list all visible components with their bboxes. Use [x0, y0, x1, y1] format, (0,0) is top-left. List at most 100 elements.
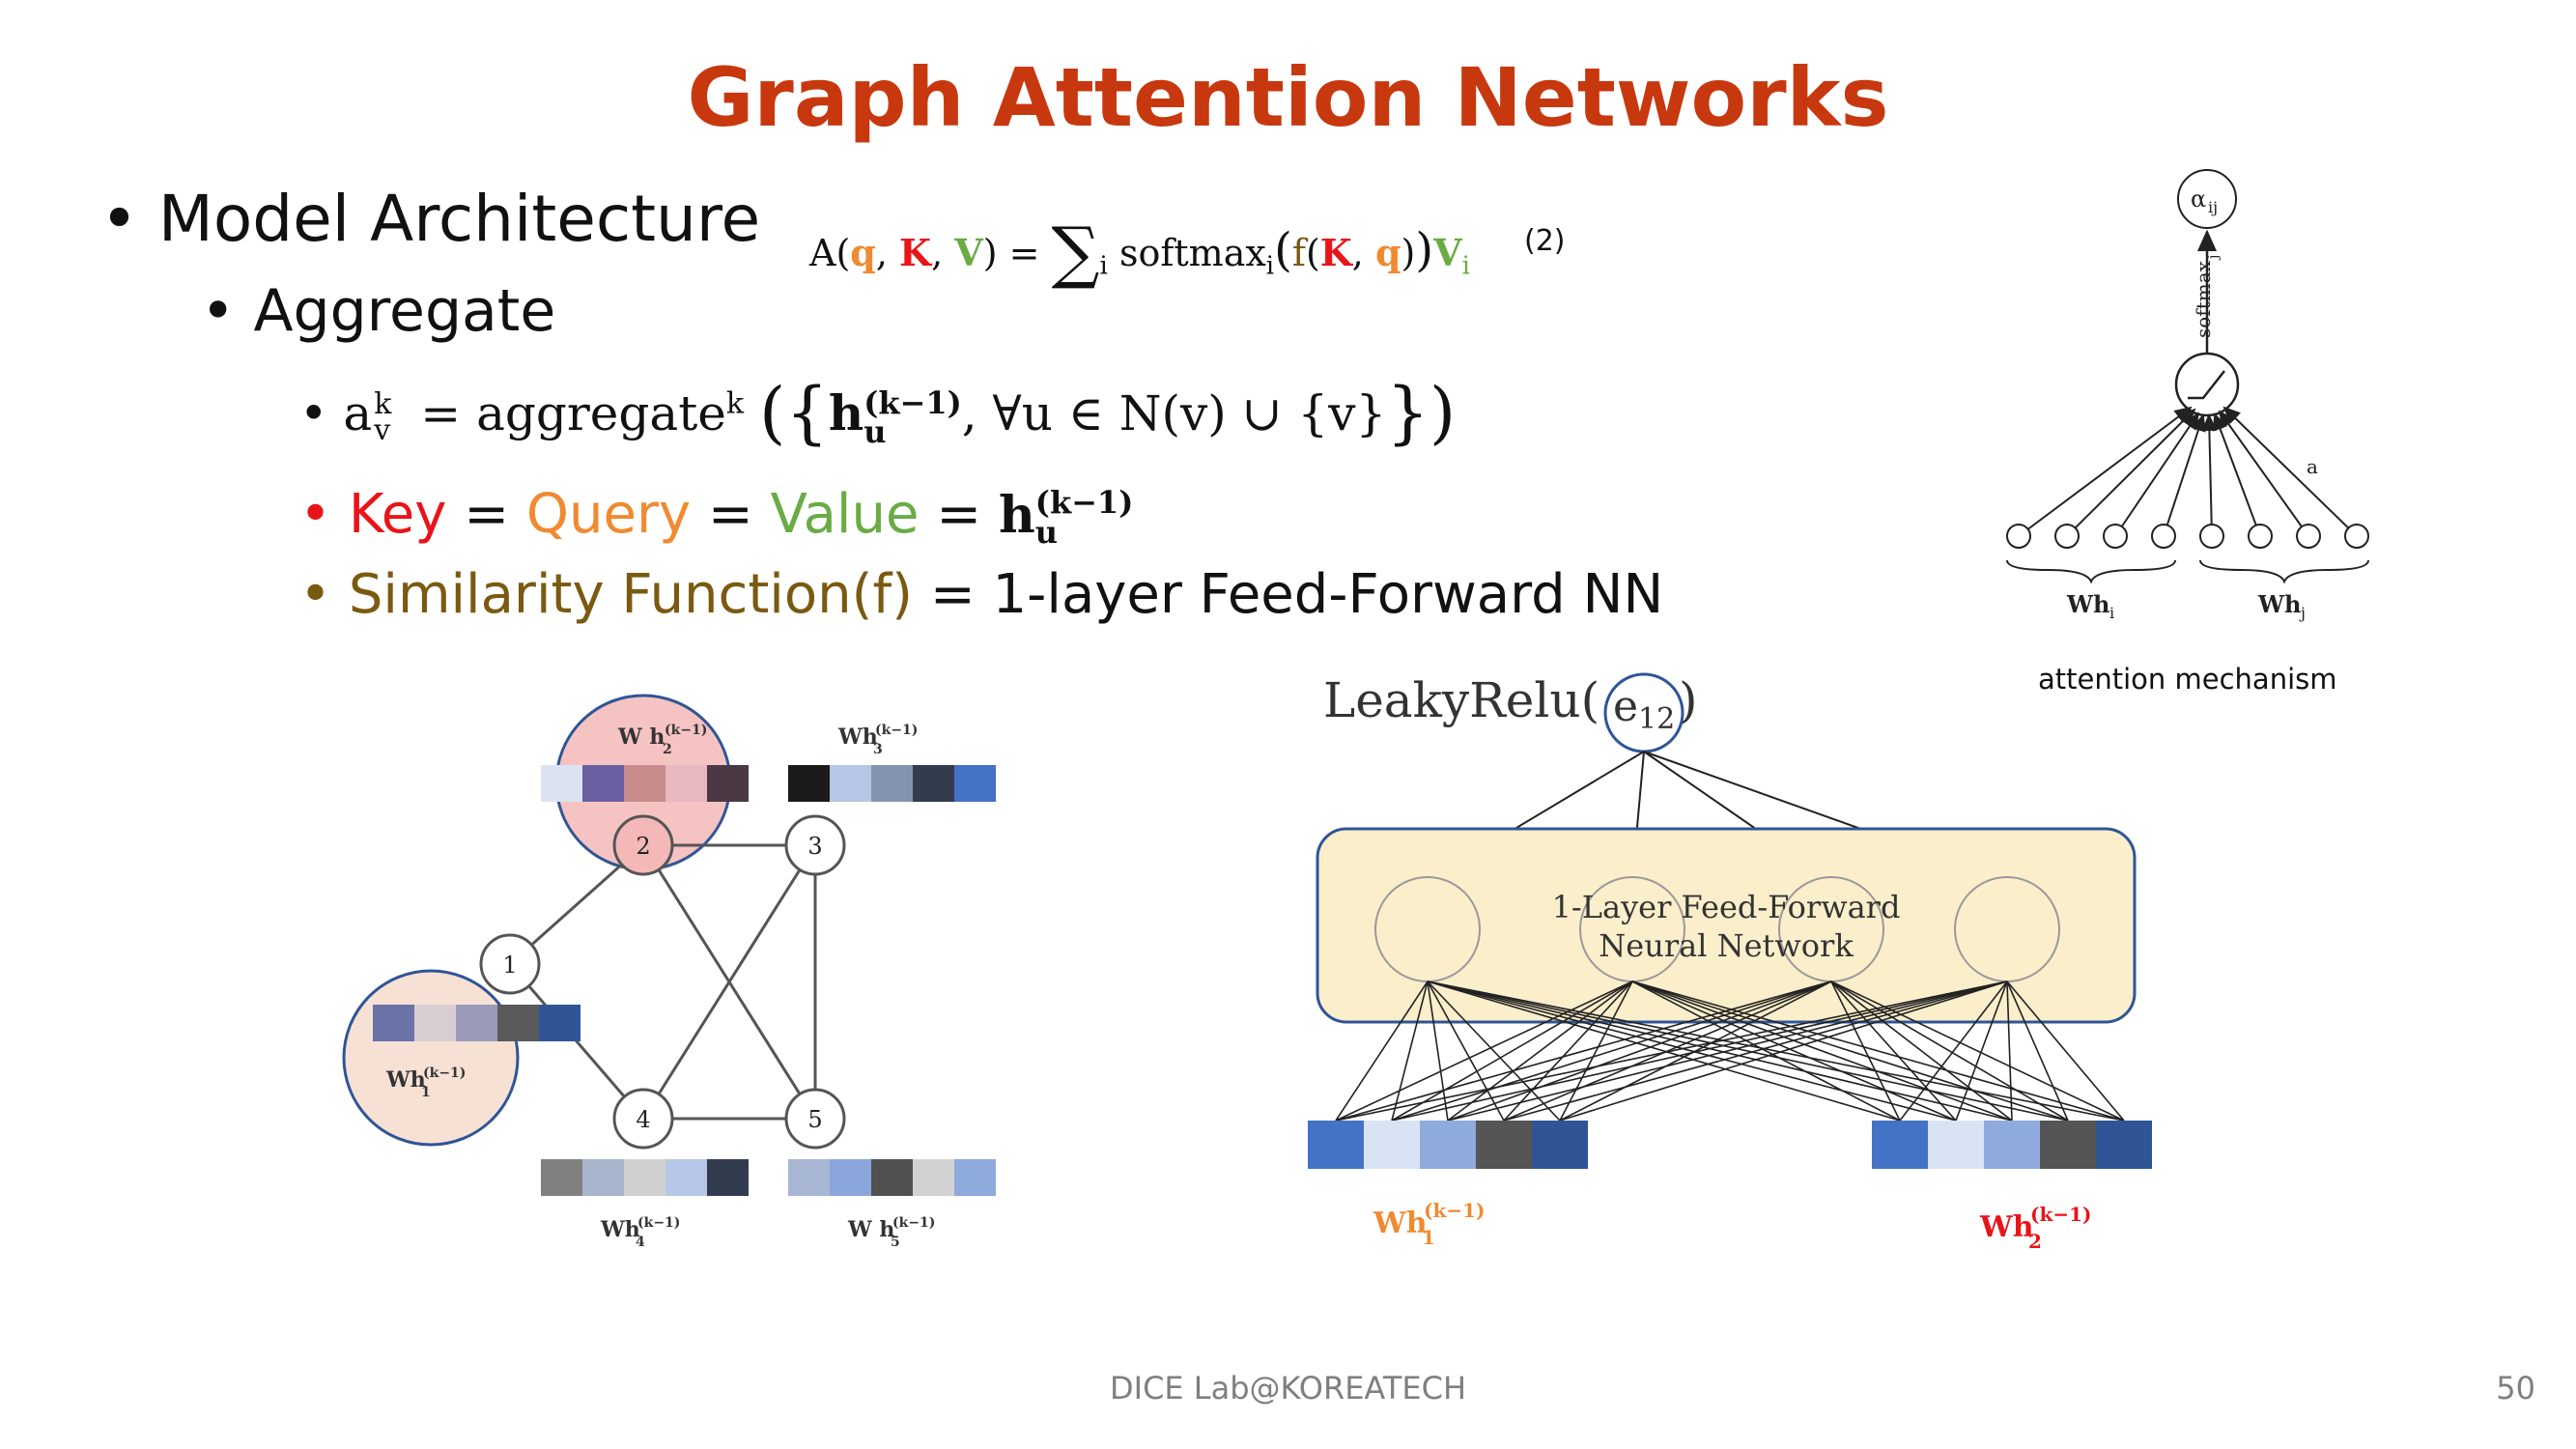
dense-edge: [1830, 980, 2069, 1122]
svg-text:(k−1): (k−1): [665, 723, 707, 738]
dense-edge: [1830, 980, 2013, 1122]
formula-h-sub: u: [863, 413, 887, 450]
svg-text:(k−1): (k−1): [2030, 1203, 2091, 1226]
dense-edge: [1427, 980, 2013, 1122]
bullet-dot: •: [201, 277, 254, 345]
svg-text:i: i: [2109, 604, 2114, 622]
dense-edge: [1335, 980, 2008, 1122]
graph-node-3: [784, 814, 846, 876]
svg-text:W h: W h: [617, 724, 665, 750]
bullet-key-query-value: • Key = Query = Value = h(k−1)u: [299, 483, 1134, 551]
dense-edge: [1335, 980, 1429, 1122]
svg-text:3: 3: [807, 833, 822, 860]
similarity-label: Similarity Function(f): [348, 563, 914, 626]
graph-node-1: [479, 933, 541, 995]
svg-text:ij: ij: [2208, 198, 2218, 216]
svg-text:Wh: Wh: [600, 1217, 640, 1242]
dense-edge: [1427, 980, 2069, 1122]
value-label: Value: [770, 483, 920, 546]
svg-text:Wh: Wh: [837, 724, 878, 750]
svg-text:2: 2: [663, 742, 672, 757]
dense-edge: [1503, 980, 1633, 1122]
dense-edge: [1391, 980, 1429, 1122]
formula-aggregate: = aggregate: [420, 385, 726, 441]
feature-bar-h1: [373, 1005, 580, 1041]
svg-text:e: e: [1613, 682, 1638, 731]
feature-bar-h3: [788, 765, 996, 802]
svg-text:5: 5: [891, 1235, 900, 1250]
dense-edge: [1447, 980, 1832, 1122]
formula-h: h: [828, 384, 864, 441]
svg-text:1: 1: [421, 1085, 431, 1100]
dense-edge: [1899, 980, 2008, 1122]
dense-edge: [1391, 980, 1832, 1122]
similarity-tail: = 1-layer Feed-Forward NN: [929, 563, 1664, 626]
dense-edge: [1447, 980, 1633, 1122]
input-nodes: [2006, 524, 2369, 549]
h-sub: u: [1034, 513, 1059, 551]
attention-equation: A(q, K, V) = ∑i softmaxi(f(K, q))Vi: [809, 213, 1470, 292]
svg-text:Wh: Wh: [1979, 1210, 2034, 1244]
dense-edge: [1955, 980, 2008, 1122]
dense-edge: [1559, 980, 2008, 1122]
dense-edge: [1830, 980, 1901, 1122]
feature-bar-h2: [541, 765, 749, 802]
node1-highlight: [342, 969, 520, 1147]
dense-edge: [1335, 980, 1832, 1122]
svg-text:Wh: Wh: [2257, 590, 2301, 618]
bullet-aggregate: • Aggregate: [201, 277, 555, 345]
svg-text:2: 2: [636, 833, 650, 860]
dense-edge: [1503, 980, 1832, 1122]
graph-diagram: 1 2 3 4 5 W h 2 (k−1) Wh 3 (k−1) Wh 1 (k…: [342, 694, 996, 1250]
ffnn-label-line2: Neural Network: [1599, 927, 1854, 964]
ffnn-input-right: [1872, 1121, 2152, 1169]
dense-connections: [1335, 980, 2125, 1122]
dense-edge: [1631, 980, 1901, 1122]
equation-number: (2): [1524, 224, 1566, 258]
svg-text:(k−1): (k−1): [423, 1065, 466, 1081]
formula-a: a: [343, 385, 373, 441]
svg-text:5: 5: [807, 1106, 822, 1133]
svg-text:4: 4: [636, 1235, 645, 1250]
dense-edge: [1559, 980, 1633, 1122]
dense-edge: [1391, 980, 1633, 1122]
page-number: 50: [2496, 1370, 2535, 1406]
ffnn-diagram: LeakyRelu( e 12 ) 1-Layer Feed-Forward N…: [1308, 672, 2152, 1253]
bullet-aggregate-text: Aggregate: [253, 277, 556, 345]
svg-text:3: 3: [873, 742, 883, 757]
bullet-model-architecture: • Model Architecture: [100, 182, 760, 256]
dense-edge: [1830, 980, 2125, 1122]
bullet-model-architecture-text: Model Architecture: [157, 182, 761, 256]
svg-text:j: j: [2206, 255, 2222, 261]
dense-edge: [1427, 980, 2125, 1122]
attention-mechanism-caption: attention mechanism: [2038, 663, 2337, 696]
bullet-similarity: • Similarity Function(f) = 1-layer Feed-…: [299, 563, 1664, 626]
formula-aggregate-sup: k: [725, 386, 745, 421]
attention-mechanism-diagram: α ij softmax j a Wh i Wh j: [2006, 169, 2369, 622]
dense-edge: [1427, 980, 1561, 1122]
formula-a-sub: v: [374, 413, 391, 447]
formula-h-sup: (k−1): [863, 384, 962, 421]
svg-text:a: a: [2307, 455, 2318, 478]
dense-edge: [1631, 980, 1957, 1122]
h-sup: (k−1): [1034, 484, 1134, 522]
dense-edge: [2006, 980, 2013, 1122]
dense-edge: [1391, 980, 2008, 1122]
feature-bar-h5: [788, 1159, 996, 1196]
dense-edge: [1335, 980, 1633, 1122]
graph-node-5: [784, 1088, 846, 1150]
svg-text:(k−1): (k−1): [637, 1215, 680, 1231]
formula-a-sup: k: [374, 387, 392, 421]
ffnn-label-line1: 1-Layer Feed-Forward: [1552, 889, 1901, 925]
graph-node-2: [612, 814, 674, 876]
svg-text:2: 2: [2028, 1230, 2042, 1253]
svg-text:(k−1): (k−1): [875, 723, 918, 738]
svg-text:(k−1): (k−1): [1424, 1199, 1485, 1222]
query-label: Query: [525, 483, 692, 546]
dense-edge: [1427, 980, 1957, 1122]
h-symbol: h: [998, 486, 1035, 545]
dense-edge: [1559, 980, 1832, 1122]
slide-title: Graph Attention Networks: [687, 50, 1889, 145]
key-label: Key: [348, 483, 447, 546]
